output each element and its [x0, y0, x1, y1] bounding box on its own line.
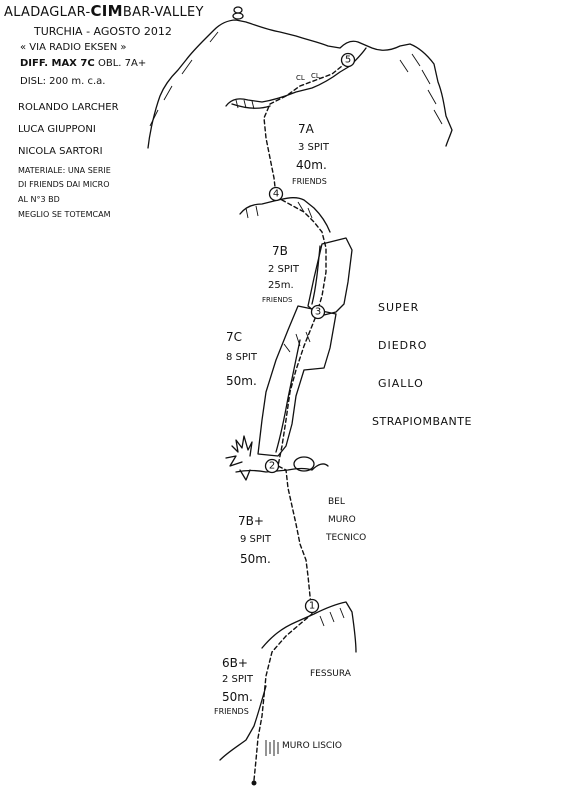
dihedral-note-4: STRAPIOMBANTE [372, 415, 472, 428]
top-ledge-lower [231, 103, 271, 109]
pitch-length-7c: 50m. [226, 374, 257, 388]
ledge-belay-4-shading [245, 201, 313, 219]
base-rock-outline [219, 685, 267, 761]
upper-dihedral-crack [311, 245, 321, 305]
summit-rock-outline [147, 19, 453, 149]
pitch-grade-7b-plus: 7B+ [238, 514, 264, 528]
ledge-belay-2-outline [235, 463, 329, 473]
belay-5: 5 [340, 52, 356, 68]
bush-icon [225, 435, 253, 481]
svg-text:2: 2 [269, 461, 275, 472]
svg-text:4: 4 [273, 189, 279, 200]
elevation-gain: DISL: 200 m. c.a. [20, 76, 106, 87]
belay-4: 4 [268, 186, 284, 202]
summit-cairn-icon [232, 6, 244, 20]
smooth-wall-note: MURO LISCIO [282, 741, 342, 751]
page-title: ALADAGLAR-CIMBAR-VALLEY [4, 2, 204, 21]
belay-2: 2 [264, 458, 280, 474]
climber-2: LUCA GIUPPONI [18, 124, 96, 135]
gear-line-2: DI FRIENDS DAI MICRO [18, 180, 110, 189]
svg-text:3: 3 [315, 307, 321, 318]
pitch-length-7b-plus: 50m. [240, 552, 271, 566]
pitch-grade-7b: 7B [272, 244, 288, 258]
pitch-length-7a: 40m. [296, 158, 327, 172]
main-dihedral-outline [257, 305, 337, 457]
ledge-belay-1-outline [261, 601, 357, 653]
belay-3: 3 [310, 304, 326, 320]
wall-note-1: BEL [328, 497, 345, 507]
pitch-spits-7b-plus: 9 SPIT [240, 534, 271, 545]
upper-dihedral-outline [307, 237, 353, 317]
route-name: « VIA RADIO EKSEN » [20, 42, 127, 53]
ledge-belay-1-shading [319, 607, 345, 627]
summit-shading [149, 31, 443, 127]
mandatory-grade: OBL. 7A+ [98, 58, 147, 69]
pitch-grade-6b-plus: 6B+ [222, 656, 248, 670]
gear-line-4: MEGLIO SE TOTEMCAM [18, 210, 111, 219]
dihedral-note-2: DIEDRO [378, 339, 428, 352]
cl-marker-2: CL [311, 72, 320, 80]
pitch-spits-7b: 2 SPIT [268, 264, 299, 275]
gear-line-1: MATERIALE: UNA SERIE [18, 166, 111, 175]
pitch-length-7b: 25m. [268, 280, 294, 291]
svg-text:1: 1 [309, 601, 315, 612]
wall-note-2: MURO [328, 515, 356, 525]
wall-note-3: TECNICO [326, 533, 367, 543]
location-date: TURCHIA - AGOSTO 2012 [34, 25, 172, 38]
crack-note: FESSURA [310, 669, 351, 679]
pitch-extra-7a: FRIENDS [292, 177, 327, 186]
route-start-marker [251, 780, 257, 786]
belay-1: 1 [304, 598, 320, 614]
climber-1: ROLANDO LARCHER [18, 102, 119, 113]
pitch-spits-6b-plus: 2 SPIT [222, 674, 253, 685]
ledge-belay-4-outline [239, 197, 331, 233]
main-dihedral-inner [275, 339, 301, 453]
pitch-extra-6b-plus: FRIENDS [214, 707, 249, 716]
pitch-spits-7a: 3 SPIT [298, 142, 329, 153]
pitch-grade-7a: 7A [298, 122, 314, 136]
gear-line-3: AL N°3 BD [18, 195, 60, 204]
boulder-outline [293, 456, 315, 472]
dihedral-shading [283, 331, 311, 353]
difficulty-max: DIFF. MAX 7C [20, 58, 95, 69]
climber-3: NICOLA SARTORI [18, 146, 103, 157]
pitch-grade-7c: 7C [226, 330, 243, 344]
top-ledge-shading [235, 99, 255, 110]
route-line [253, 59, 347, 781]
pitch-spits-7c: 8 SPIT [226, 352, 257, 363]
cl-marker-1: CL [296, 74, 305, 82]
pitch-length-6b-plus: 50m. [222, 690, 253, 704]
dihedral-note-1: SUPER [378, 301, 420, 314]
pitch-extra-7b: FRIENDS [262, 296, 293, 304]
dihedral-note-3: GIALLO [378, 377, 424, 390]
base-shading [265, 740, 279, 756]
svg-text:5: 5 [345, 55, 351, 66]
